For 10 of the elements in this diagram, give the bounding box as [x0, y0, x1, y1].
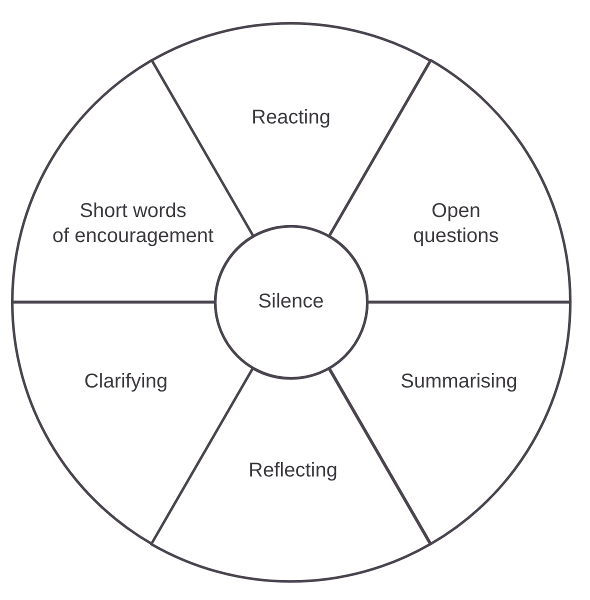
segment-label: Open questions: [413, 198, 499, 249]
segment-label: Reflecting: [248, 458, 338, 484]
segment-label: Reacting: [252, 105, 330, 130]
wheel-segment: [328, 59, 572, 304]
segment-label: Clarifying: [84, 369, 168, 394]
segment-label: Short words of encouragement: [52, 198, 214, 249]
segment-label: Summarising: [400, 369, 518, 394]
center-circle: [214, 224, 368, 380]
wheel-segment: [10, 59, 254, 304]
center-label: Silence: [258, 289, 324, 314]
